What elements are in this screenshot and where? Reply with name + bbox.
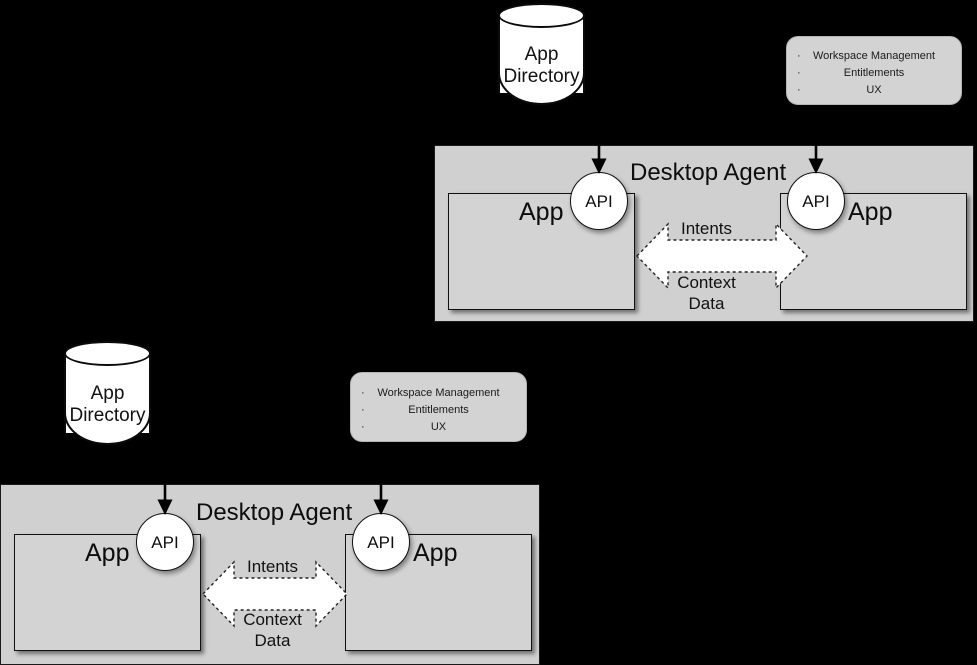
app-directory-cylinder: App Directory (64, 341, 151, 445)
app-directory-label: App Directory (498, 44, 585, 88)
app-directory-label-line2: Directory (503, 65, 580, 87)
list-item: · Entitlements (351, 402, 526, 419)
list-item-label: Entitlements (408, 404, 469, 417)
bullet-marker: · (797, 84, 801, 97)
right-api-label: API (802, 191, 830, 211)
context-data-label-line1: Context (243, 610, 302, 629)
list-item-label: Workspace Management (377, 387, 500, 399)
list-item: · UX (351, 419, 526, 436)
list-item: · Workspace Management (351, 385, 526, 402)
app-directory-cylinder: App Directory (498, 3, 585, 105)
list-item: · UX (787, 82, 961, 99)
capabilities-box: · Workspace Management · Entitlements · … (786, 36, 962, 105)
right-api-circle: API (787, 172, 845, 230)
left-api-label: API (151, 532, 179, 552)
list-item: · Entitlements (787, 65, 961, 82)
left-app-label: App (85, 539, 130, 567)
right-api-circle: API (352, 513, 410, 571)
list-item-label: Workspace Management (812, 50, 936, 62)
right-app-label: App (848, 198, 893, 226)
app-directory-label-line1: App (524, 44, 559, 65)
context-data-label-line2: Data (688, 294, 725, 314)
context-data-label-line2: Data (254, 631, 291, 651)
bullet-marker: · (361, 404, 365, 417)
capabilities-list: · Workspace Management · Entitlements · … (351, 385, 526, 436)
left-api-circle: API (570, 172, 628, 230)
bullet-marker: · (361, 421, 365, 434)
cylinder-top (498, 3, 585, 28)
bullet-marker: · (797, 50, 801, 62)
right-api-label: API (367, 532, 395, 552)
left-app-label: App (519, 198, 564, 226)
bullet-marker: · (361, 387, 365, 399)
context-data-label: Context Data (225, 609, 320, 652)
app-directory-label-line2: Directory (69, 404, 146, 426)
app-directory-label-line1: App (90, 383, 125, 404)
list-item-label: Entitlements (843, 67, 905, 80)
list-item: · Workspace Management (787, 48, 961, 65)
upper-right-diagram: App Directory · Workspace Management · E… (0, 0, 977, 330)
list-item-label: UX (866, 84, 882, 97)
list-item-label: UX (430, 421, 447, 434)
cylinder-top (64, 341, 151, 366)
capabilities-box: · Workspace Management · Entitlements · … (350, 372, 527, 442)
right-app-label: App (413, 539, 458, 567)
capabilities-list: · Workspace Management · Entitlements · … (787, 48, 961, 99)
desktop-agent-title: Desktop Agent (196, 499, 353, 526)
left-api-circle: API (136, 513, 194, 571)
desktop-agent-title: Desktop Agent (630, 159, 787, 186)
app-directory-label: App Directory (64, 383, 151, 427)
bullet-marker: · (797, 67, 801, 80)
intents-label: Intents (246, 557, 299, 576)
left-api-label: API (585, 191, 613, 211)
